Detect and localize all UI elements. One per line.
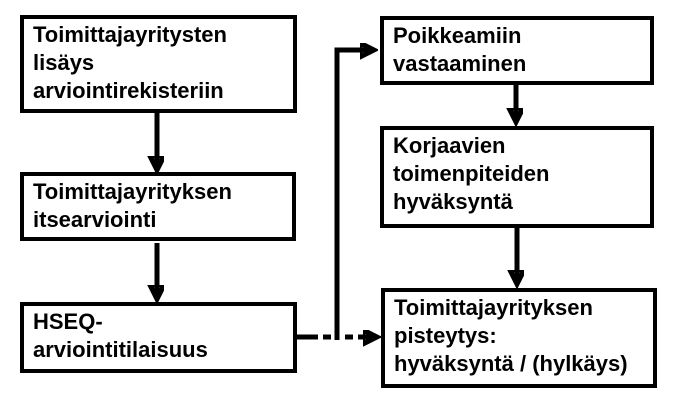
box-supplier-self-assessment: Toimittajayrityksen itsearviointi: [20, 172, 296, 241]
box-line: Poikkeamiin: [393, 23, 522, 48]
box-line: Toimittajayrityksen: [33, 179, 232, 204]
box-line: toimenpiteiden: [393, 161, 550, 186]
box-hseq-assessment-event: HSEQ- arviointitilaisuus: [20, 302, 297, 373]
box-line: HSEQ-: [33, 309, 103, 334]
connector-hseq-to-nonconformities: [334, 50, 373, 340]
box-supplier-registration: Toimittajayritysten lisäys arviointireki…: [20, 15, 297, 113]
box-corrective-actions-approval: Korjaavien toimenpiteiden hyväksyntä: [380, 126, 654, 228]
box-line: hyväksyntä: [393, 189, 513, 214]
box-line: Toimittajayrityksen: [394, 295, 593, 320]
box-line: hyväksyntä / (hylkäys): [394, 351, 628, 376]
box-responding-to-nonconformities: Poikkeamiin vastaaminen: [380, 16, 654, 85]
box-line: Toimittajayritysten: [33, 22, 227, 47]
box-line: arviointitilaisuus: [33, 337, 208, 362]
box-supplier-scoring: Toimittajayrityksen pisteytys: hyväksynt…: [381, 288, 657, 388]
box-line: arviointirekisteriin: [33, 78, 224, 103]
box-line: pisteytys:: [394, 323, 497, 348]
box-line: itsearviointi: [33, 207, 157, 232]
box-line: lisäys: [33, 50, 95, 75]
box-line: Korjaavien: [393, 133, 506, 158]
box-line: vastaaminen: [393, 51, 527, 76]
